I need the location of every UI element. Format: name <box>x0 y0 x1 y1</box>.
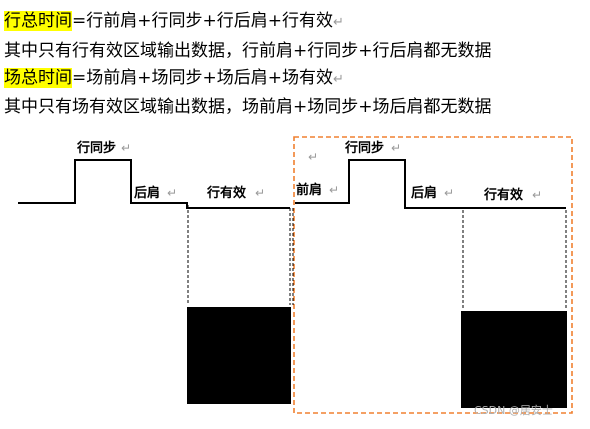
paragraph-mark: ↵ <box>444 186 454 200</box>
text-line-4: 其中只有场有效区域输出数据，场前肩+场同步+场后肩都无数据 <box>4 96 492 118</box>
text-line-2: 其中只有行有效区域输出数据，行前肩+行同步+行后肩都无数据 <box>4 40 492 62</box>
data-block-right <box>461 311 567 408</box>
label-front-porch: 前肩 <box>296 182 322 198</box>
paragraph-mark: ↵ <box>329 183 339 197</box>
paragraph-mark: ↵ <box>391 141 401 155</box>
label-active-left: 行有效 <box>206 185 247 201</box>
description-text: 其中只有行有效区域输出数据，行前肩+行同步+行后肩都无数据 <box>4 41 492 61</box>
highlighted-term: 行总时间 <box>4 11 72 31</box>
formula-text: =场前肩+场同步+场后肩+场有效 <box>72 68 333 88</box>
waveform-right <box>295 159 566 209</box>
paragraph-mark: ↵ <box>332 72 344 87</box>
data-block-left <box>187 307 291 404</box>
paragraph-mark: ↵ <box>532 188 542 202</box>
description-text: 其中只有场有效区域输出数据，场前肩+场同步+场后肩都无数据 <box>4 97 492 117</box>
label-back-porch-right: 后肩 <box>411 185 437 201</box>
highlighted-term: 场总时间 <box>4 68 72 88</box>
highlight-box <box>293 136 573 414</box>
label-back-porch-left: 后肩 <box>134 185 160 201</box>
waveform-left <box>18 159 290 209</box>
paragraph-mark: ↵ <box>332 15 344 30</box>
text-line-3: 场总时间=场前肩+场同步+场后肩+场有效↵ <box>4 67 344 91</box>
formula-text: =行前肩+行同步+行后肩+行有效 <box>72 11 333 31</box>
text-line-1: 行总时间=行前肩+行同步+行后肩+行有效↵ <box>4 10 344 34</box>
paragraph-mark: ↵ <box>121 141 131 155</box>
paragraph-mark: ↵ <box>167 186 177 200</box>
paragraph-mark: ↵ <box>308 150 318 164</box>
label-active-right: 行有效 <box>483 187 524 203</box>
label-sync-left: 行同步 <box>76 140 116 156</box>
watermark: CSDN @居安士 <box>474 403 553 417</box>
label-sync-right: 行同步 <box>344 140 384 156</box>
paragraph-mark: ↵ <box>255 186 265 200</box>
